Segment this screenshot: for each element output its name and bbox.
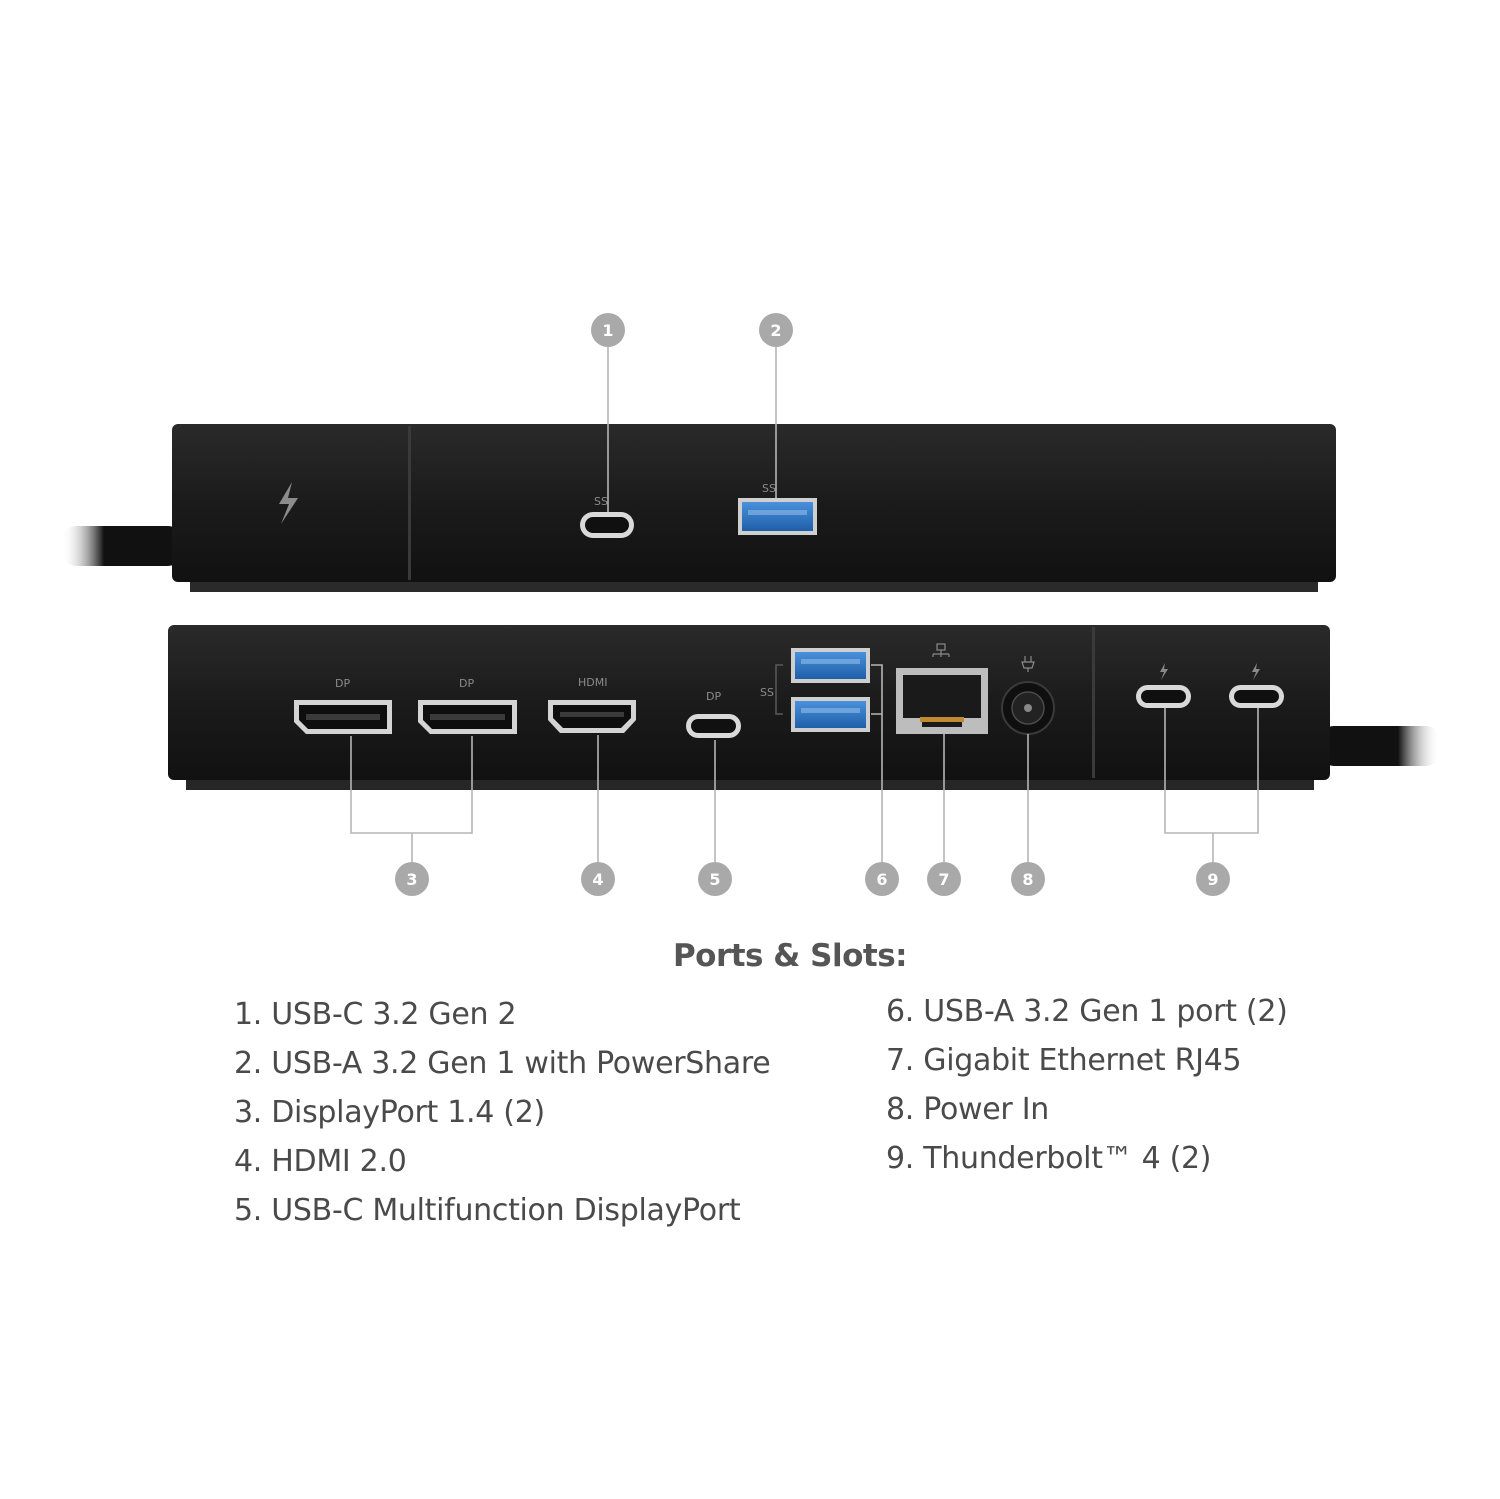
callout-badge-8: 8 xyxy=(1011,862,1045,896)
usb-c-port-front: SS xyxy=(580,495,634,538)
callout-badge-4: 4 xyxy=(581,862,615,896)
dock-shadow xyxy=(190,580,1318,592)
displayport-port: DP xyxy=(418,677,517,734)
displayport-port: DP xyxy=(294,677,392,734)
svg-text:9: 9 xyxy=(1207,870,1218,889)
dock-front-divider xyxy=(408,426,411,580)
svg-text:2: 2 xyxy=(770,321,781,340)
hdmi-port: HDMI xyxy=(548,676,636,733)
superspeed-label: SS xyxy=(760,686,774,699)
leader-lines xyxy=(350,346,1259,862)
callout-badge-7: 7 xyxy=(927,862,961,896)
svg-text:8: 8 xyxy=(1022,870,1033,889)
legend-item: 3. DisplayPort 1.4 (2) xyxy=(234,1095,545,1130)
legend-column-right: 6. USB-A 3.2 Gen 1 port (2) 7. Gigabit E… xyxy=(886,987,1288,1183)
ethernet-port xyxy=(896,643,988,734)
superspeed-label: SS xyxy=(594,495,608,508)
usb-a-port-front: SS xyxy=(738,482,817,535)
dock-cable-left xyxy=(62,526,182,566)
legend-item: 9. Thunderbolt™ 4 (2) xyxy=(886,1141,1212,1176)
legend-column-left: 1. USB-C 3.2 Gen 2 2. USB-A 3.2 Gen 1 wi… xyxy=(234,990,771,1235)
svg-text:5: 5 xyxy=(709,870,720,889)
legend-item: 8. Power In xyxy=(886,1092,1049,1127)
svg-text:7: 7 xyxy=(938,870,949,889)
usb-a-port-rear xyxy=(791,648,870,683)
callout-badge-5: 5 xyxy=(698,862,732,896)
thunderbolt-port xyxy=(1136,663,1191,708)
legend-item: 5. USB-C Multifunction DisplayPort xyxy=(234,1193,741,1228)
dock-rear-body xyxy=(168,625,1330,780)
superspeed-label: SS xyxy=(762,482,776,495)
power-icon xyxy=(1021,656,1035,672)
usb-a-port-rear xyxy=(791,697,870,732)
legend-item: 2. USB-A 3.2 Gen 1 with PowerShare xyxy=(234,1046,771,1081)
dock-rear-divider xyxy=(1092,627,1095,778)
callout-badge-3: 3 xyxy=(395,862,429,896)
thunderbolt-port xyxy=(1229,663,1284,708)
callout-badge-1: 1 xyxy=(591,313,625,347)
dock-cable-right xyxy=(1320,726,1440,766)
displayport-icon: DP xyxy=(459,677,474,690)
dock-front-view: SS SS xyxy=(62,424,1336,592)
hdmi-icon: HDMI xyxy=(578,676,607,689)
legend-title: Ports & Slots: xyxy=(672,938,908,974)
legend-item: 4. HDMI 2.0 xyxy=(234,1144,407,1179)
dock-diagram: SS SS DP DP xyxy=(62,313,1440,896)
svg-text:4: 4 xyxy=(592,870,603,889)
legend-item: 6. USB-A 3.2 Gen 1 port (2) xyxy=(886,994,1288,1029)
displayport-icon: DP xyxy=(335,677,350,690)
usb-c-dp-port: DP xyxy=(686,690,741,738)
thunderbolt-icon xyxy=(1160,663,1168,680)
legend-item: 7. Gigabit Ethernet RJ45 xyxy=(886,1043,1242,1078)
dock-rear-view: DP DP HDMI DP xyxy=(168,625,1440,790)
network-icon xyxy=(932,643,950,657)
svg-text:1: 1 xyxy=(602,321,613,340)
callout-badge-6: 6 xyxy=(865,862,899,896)
thunderbolt-icon xyxy=(1252,663,1260,680)
callout-badge-9: 9 xyxy=(1196,862,1230,896)
displayport-icon: DP xyxy=(706,690,721,703)
power-in-port xyxy=(1001,656,1055,735)
svg-text:6: 6 xyxy=(876,870,887,889)
callout-badge-2: 2 xyxy=(759,313,793,347)
legend-item: 1. USB-C 3.2 Gen 2 xyxy=(234,997,517,1032)
svg-text:3: 3 xyxy=(406,870,417,889)
thunderbolt-icon xyxy=(279,482,298,524)
